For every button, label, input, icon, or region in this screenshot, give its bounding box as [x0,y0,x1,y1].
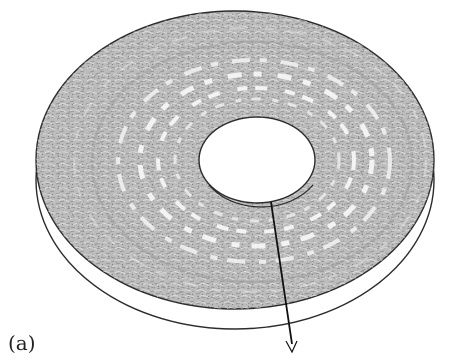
panel-label: (a) [8,331,36,355]
inner-hole-top-edge [199,117,315,203]
